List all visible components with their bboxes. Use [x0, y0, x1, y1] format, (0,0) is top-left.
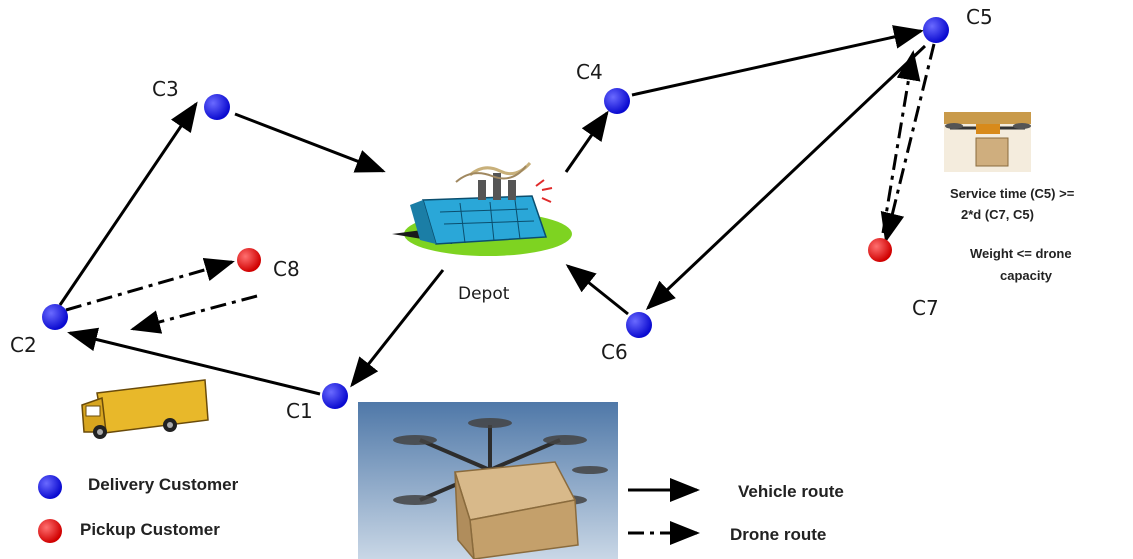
legend-pickup-label: Pickup Customer: [80, 520, 220, 539]
label-c8: C8: [273, 257, 300, 281]
drone-constraint-note: Service time (C5) >= 2*d (C7, C5) Weight…: [950, 186, 1075, 283]
drone-c5-c7: [880, 43, 936, 243]
delivery-van-icon: [81, 379, 209, 439]
note-line-2: 2*d (C7, C5): [961, 207, 1034, 222]
depot-factory-icon: [392, 161, 572, 256]
label-c4: C4: [576, 60, 603, 84]
vehicle-routes: [58, 25, 927, 396]
delivery-drone-photo: [358, 402, 618, 559]
drone-routes: [65, 43, 936, 334]
small-drone-icon: [944, 112, 1031, 172]
drone-c2-c8: [65, 257, 235, 312]
route-c1-c2: [67, 327, 321, 396]
legend: Delivery Customer Pickup Customer Vehicl…: [38, 475, 844, 545]
legend-pickup-dot: [38, 519, 62, 543]
route-depot-c4: [564, 110, 609, 173]
node-c3: [204, 94, 230, 120]
node-c2: [42, 304, 68, 330]
node-c5: [923, 17, 949, 43]
route-c6-depot: [565, 264, 629, 316]
pickup-nodes: [237, 238, 892, 272]
route-c3-depot: [234, 112, 386, 173]
label-c7: C7: [912, 296, 939, 320]
node-c6: [626, 312, 652, 338]
delivery-nodes: [42, 17, 949, 409]
label-c1: C1: [286, 399, 313, 423]
route-c4-c5: [631, 25, 924, 97]
node-c4: [604, 88, 630, 114]
legend-delivery-dot: [38, 475, 62, 499]
note-line-1: Service time (C5) >=: [950, 186, 1075, 201]
note-line-3: Weight <= drone: [970, 246, 1072, 261]
node-c8: [237, 248, 261, 272]
legend-delivery-label: Delivery Customer: [88, 475, 239, 494]
legend-drone-label: Drone route: [730, 525, 826, 544]
route-c5-c6: [645, 44, 927, 311]
node-c1: [322, 383, 348, 409]
legend-vehicle-label: Vehicle route: [738, 482, 844, 501]
drone-c7-c5: [881, 50, 921, 234]
drone-c8-c2: [130, 294, 258, 334]
node-c7: [868, 238, 892, 262]
label-c6: C6: [601, 340, 628, 364]
route-depot-c1: [350, 269, 445, 388]
route-c2-c3: [58, 101, 198, 306]
label-c5: C5: [966, 5, 993, 29]
depot-label: Depot: [458, 284, 510, 304]
note-line-4: capacity: [1000, 268, 1053, 283]
label-c2: C2: [10, 333, 37, 357]
label-c3: C3: [152, 77, 179, 101]
